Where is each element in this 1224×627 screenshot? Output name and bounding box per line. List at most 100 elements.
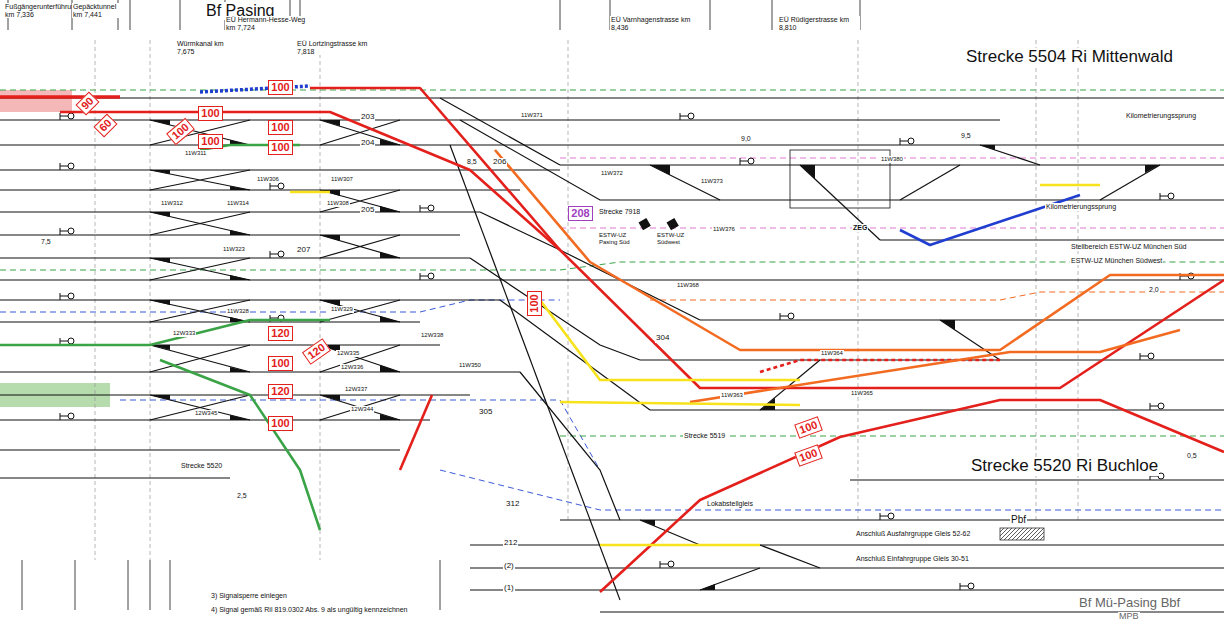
plan-label: 11W314 [226,200,250,207]
plan-label: 312 [505,500,520,509]
speed-value: 100 [199,136,222,147]
plan-label: 4) Signal gemäß Ril 819.0302 Abs. 9 als … [210,606,409,614]
tracks [0,98,1224,612]
plan-label: 207 [296,246,311,255]
speed-sign: 100 [794,444,823,467]
plan-label: 12W335 [336,350,360,357]
speed-value: 100 [269,418,292,429]
plan-label: ESTW-UZ München Südwest [1070,257,1163,265]
plan-label: 0,5 [1186,452,1198,460]
plan-label: 3) Signalsperre einlegen [210,592,288,600]
plan-label: 9,0 [740,135,752,143]
speed-value: 100 [269,82,292,93]
plan-label: 12W345 [194,410,218,417]
plan-label: Anschluß Einfahrgruppe Gleis 30-51 [855,555,970,563]
plan-label: EÜ Varnhagenstrasse km 8,436 [610,16,702,31]
station-heading: Strecke 5520 Ri Buchloe [970,457,1159,476]
plan-label: Kilometrierungssprung [1045,203,1117,211]
plan-label: Fußgängerunterführung km 7,336 [4,3,70,18]
plan-label: 305 [478,408,493,417]
plan-label: 9,5 [960,132,972,140]
plan-label: 8,5 [466,158,478,166]
plan-label: 11W363 [720,392,744,399]
plan-label: Lokabstellgleis [706,500,754,508]
plan-label: 11W323 [222,246,246,253]
plan-label: 11W380 [880,156,904,163]
plan-label: Strecke 5519 [683,432,726,440]
plan-label: 12W338 [420,332,444,339]
plan-label: 212 [503,539,518,548]
plan-label: 12W333 [172,330,196,337]
plan-label: 2,0 [1148,286,1160,294]
speed-value: 100 [269,358,292,369]
plan-label: Bf Mü-Pasing Bbf [1078,596,1181,610]
speed-sign: 100 [268,140,293,155]
plan-label: 11W372 [600,170,624,177]
plan-label: Stellbereich ESTW-UZ München Süd [1070,243,1187,251]
speed-value: 208 [569,208,592,219]
speed-sign: 120 [302,338,331,365]
plan-label: 11W373 [700,178,724,185]
plan-label: EÜ Rüdigerstrasse km 8,810 [778,16,860,31]
plan-label: Würmkanal km 7,675 [176,40,228,55]
plan-label: MPB [1118,612,1140,622]
plan-label: Strecke 5520 [180,462,223,470]
speed-sign: 100 [166,118,195,146]
plan-label: 11W371 [520,112,544,119]
speed-value: 100 [529,292,540,315]
speed-value: 60 [96,116,116,136]
plan-label: Gepäcktunnel km 7,441 [72,3,124,18]
station-heading: Strecke 5504 Ri Mittenwald [965,48,1174,67]
speed-sign: 120 [268,326,293,341]
plan-label: EÜ Lortzingstrasse km 7,818 [296,40,378,55]
speed-value: 100 [796,446,821,464]
plan-label: 12W336 [340,364,364,371]
speed-value: 100 [168,120,193,143]
plan-label: 11W368 [676,282,700,289]
plan-label: 11W328 [226,308,250,315]
plan-label: (2) [503,562,515,571]
plan-label: 11W312 [160,200,184,207]
hatched-box [1000,528,1044,540]
speed-value: 120 [304,340,329,362]
plan-label: 205 [360,206,375,215]
plan-label: 11W364 [820,350,844,357]
plan-label: EÜ Hermann-Hesse-Weg km 7,724 [225,16,317,31]
switch-wedges [150,120,1160,590]
speed-sign: 100 [198,134,223,149]
plan-label: ZEG [852,224,868,232]
plan-label: ESTW-UZ Pasing Süd [598,232,640,245]
routes [0,86,1224,592]
plan-label: 11W308 [326,200,350,207]
plan-label: 206 [492,158,507,167]
plan-label: Anschluß Ausfahrgruppe Gleis 52-62 [855,530,971,538]
speed-sign: 100 [268,80,293,95]
plan-label: ESTW-UZ Südwest [656,232,698,245]
plan-label: 203 [360,113,375,122]
speed-value: 100 [269,122,292,133]
plan-label: 12W344 [350,406,374,413]
speed-sign: 100 [268,120,293,135]
signals [60,113,1194,590]
speed-value: 120 [269,328,292,339]
plan-label: 7,5 [40,238,52,246]
plan-label: 11W311 [184,150,207,157]
speed-sign: 100 [794,416,823,439]
speed-sign: 100 [527,291,542,316]
plan-label: (1) [503,584,515,593]
speed-sign: 120 [268,384,293,399]
plan-label: Strecke 7918 [598,208,641,216]
plan-label: 204 [360,139,375,148]
speed-value: 100 [269,142,292,153]
plan-label: 11W365 [850,390,874,397]
speed-sign: 100 [198,106,223,121]
plan-label: 11W350 [458,362,482,369]
plan-label: 11W307 [330,176,354,183]
speed-sign: 60 [93,113,117,137]
platform-shade [0,90,72,112]
plan-label: 2,5 [236,492,248,500]
plan-label: 304 [655,334,670,343]
speed-sign: 100 [268,356,293,371]
plan-label: Kilometrierungssprung [1125,112,1197,120]
